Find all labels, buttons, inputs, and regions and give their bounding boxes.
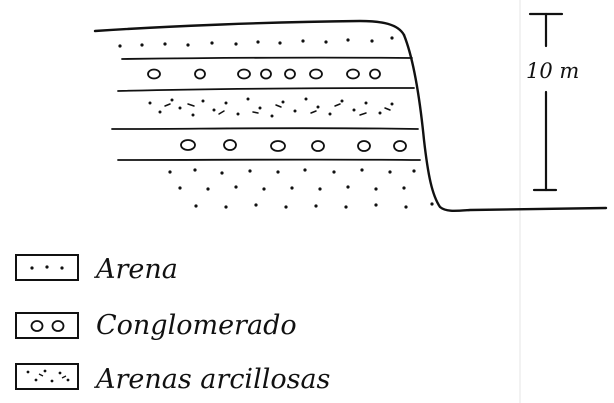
- legend-symbol-conglomerado: [15, 312, 79, 339]
- bed-conglomerado-upper: [147, 68, 381, 80]
- bed-arena-top: [118, 36, 394, 48]
- legend-label-conglomerado: Conglomerado: [96, 310, 297, 341]
- bed-line-3: [111, 127, 419, 130]
- outcrop-profile: [93, 19, 608, 213]
- bed-conglomerado-lower: [180, 139, 407, 152]
- legend-symbol-arenas-arcillosas: [15, 363, 79, 390]
- bed-line-1: [121, 56, 413, 60]
- scale-bar: [528, 12, 564, 192]
- bed-arenas-arcillosas: [148, 97, 394, 118]
- legend-label-arena: Arena: [93, 254, 178, 285]
- legend: Arena Conglomerado Arenas arcillosas: [15, 254, 330, 395]
- scale-bar-label: 10 m: [526, 59, 579, 83]
- bed-boundaries: [111, 56, 421, 161]
- bed-arena-bottom: [168, 168, 434, 209]
- cliff-face-line: [402, 33, 608, 213]
- legend-label-arenas-arcillosas: Arenas arcillosas: [93, 364, 330, 395]
- legend-symbol-arena: [15, 254, 79, 281]
- cliff-top-line: [93, 19, 406, 37]
- bed-line-2: [117, 87, 415, 92]
